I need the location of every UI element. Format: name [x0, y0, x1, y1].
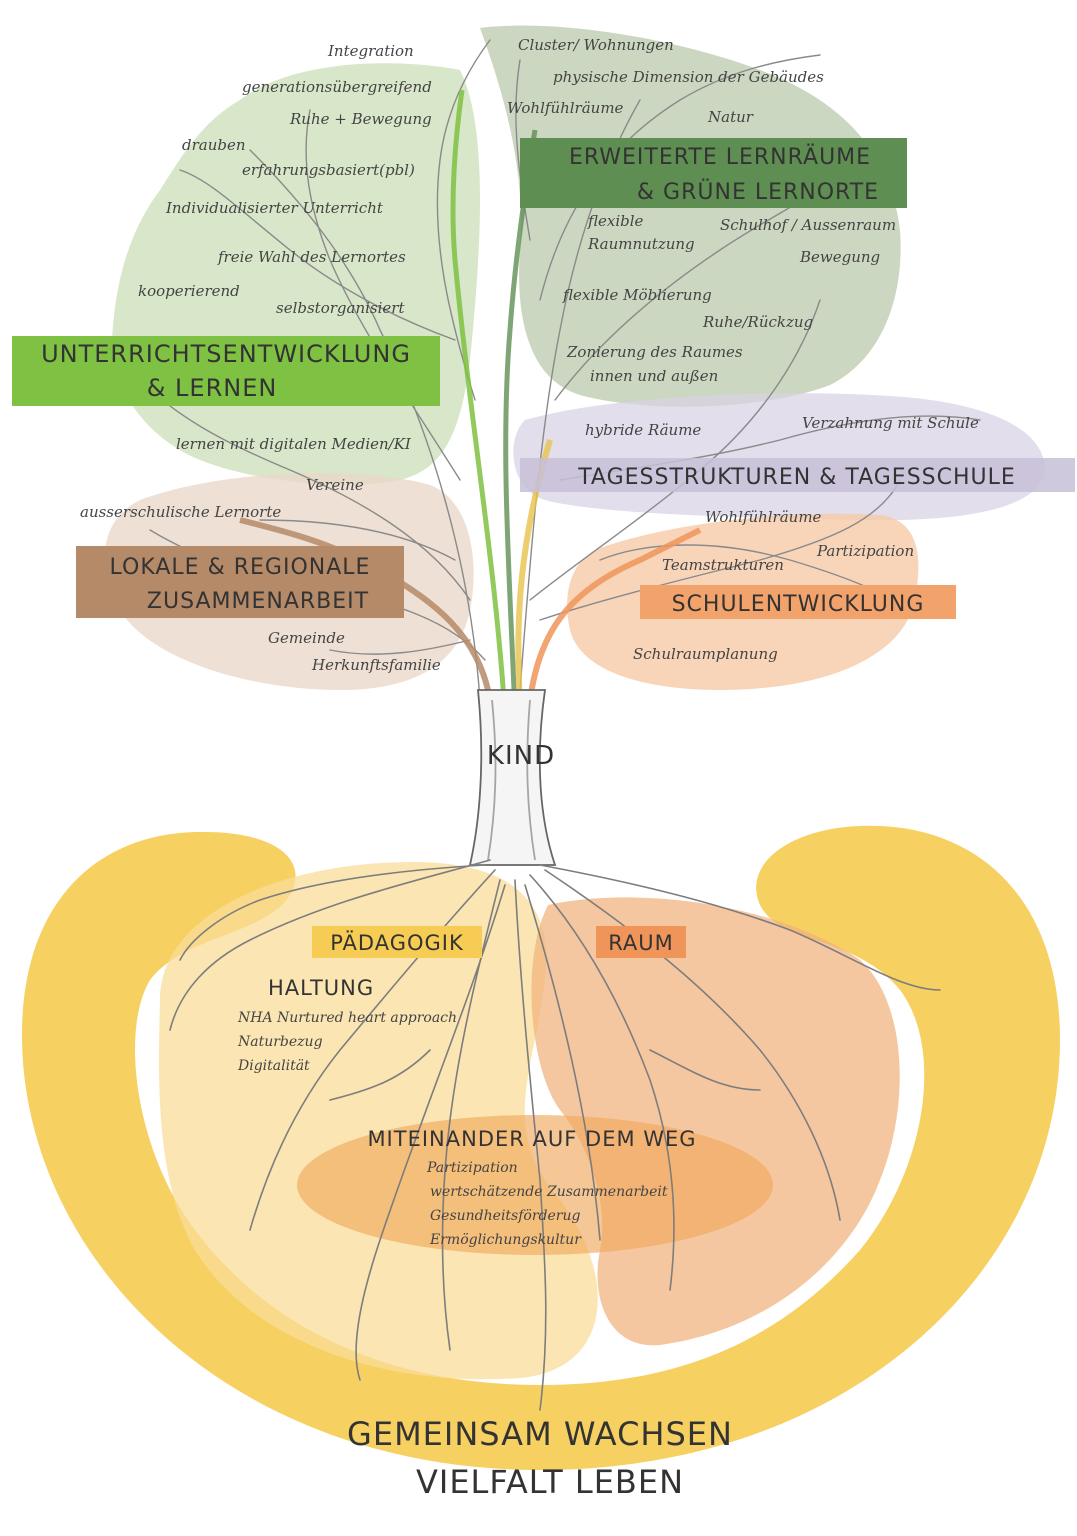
erweiterte-wash [480, 25, 901, 407]
item-kooperierend: kooperierend [138, 282, 240, 300]
tages-title: TAGESSTRUKTUREN & TAGESSCHULE [577, 465, 1016, 490]
item-freie-wahl: freie Wahl des Lernortes [217, 248, 406, 266]
schulentwicklung-box [640, 585, 956, 619]
item-verzahnung: Verzahnung mit Schule [802, 414, 979, 432]
item-flexible-2: Raumnutzung [587, 235, 695, 253]
item-zonierung-1: Zonierung des Raumes [566, 343, 743, 361]
item-moeblierung: flexible Möblierung [562, 286, 712, 304]
item-cluster: Cluster/ Wohnungen [518, 36, 674, 54]
kind-label: KIND [487, 741, 555, 771]
erweiterte-title-line2: & GRÜNE LERNORTE [637, 179, 879, 205]
item-ruhe: Ruhe/Rückzug [702, 313, 813, 331]
unterricht-title-line1: UNTERRICHTSENTWICKLUNG [41, 340, 411, 368]
item-schulhof: Schulhof / Aussenraum [720, 216, 896, 234]
item-partizipation-b: Partizipation [426, 1160, 518, 1176]
erweiterte-title-line1: ERWEITERTE LERNRÄUME [569, 144, 871, 170]
item-wertschaetzend: wertschätzende Zusammenarbeit [430, 1184, 668, 1200]
footer-line1: GEMEINSAM WACHSEN [347, 1415, 733, 1453]
item-vereine: Vereine [306, 476, 364, 494]
unterricht-title-line2: & LERNEN [147, 374, 278, 402]
roots [169, 859, 941, 1411]
lokale-title-line2: ZUSAMMENARBEIT [147, 589, 369, 614]
yellow-horseshoe [21, 825, 1060, 1470]
item-individual: Individualisierter Unterricht [165, 199, 384, 217]
item-erfahrung: erfahrungsbasiert(pbl) [242, 161, 415, 179]
item-herkunft: Herkunftsfamilie [311, 656, 441, 674]
miteinander-wash [297, 1115, 773, 1255]
green-branch-a [450, 89, 508, 716]
item-ausser: ausserschulische Lernorte [80, 503, 281, 521]
tages-wash [513, 393, 1045, 521]
item-drauben: drauben [182, 136, 246, 154]
paedagogik-title: PÄDAGOGIK [330, 930, 464, 955]
trunk [468, 689, 557, 866]
miteinander-label: MITEINANDER AUF DEM WEG [367, 1127, 696, 1151]
item-gesundheit: Gesundheitsförderug [430, 1208, 580, 1224]
tages-box [520, 458, 1075, 492]
raum-title: RAUM [608, 931, 674, 955]
raum-box [596, 926, 686, 958]
lokale-box [76, 546, 404, 618]
haltung-label: HALTUNG [268, 976, 374, 1000]
item-selbst: selbstorganisiert [276, 299, 405, 317]
item-team: Teamstrukturen [662, 556, 784, 574]
lokale-title-line1: LOKALE & REGIONALE [110, 555, 371, 580]
item-natur: Natur [707, 108, 754, 126]
item-nha: NHA Nurtured heart approach [237, 1010, 457, 1026]
item-wohlfuehl-b: Wohlfühlräume [705, 508, 822, 526]
unterricht-box [12, 336, 440, 406]
item-gemeinde: Gemeinde [268, 629, 345, 647]
footer-line2: VIELFALT LEBEN [416, 1463, 684, 1501]
item-partizipation-a: Partizipation [816, 542, 914, 560]
item-hybride: hybride Räume [585, 421, 701, 439]
item-planung: Schulraumplanung [633, 645, 778, 663]
item-ermoeglichung: Ermöglichungskultur [429, 1232, 582, 1248]
item-digital: lernen mit digitalen Medien/KI [176, 435, 412, 453]
item-integration: Integration [327, 42, 414, 60]
erweiterte-box [520, 138, 907, 208]
item-bewegung: Bewegung [799, 248, 880, 266]
item-physisch: physische Dimension der Gebäudes [553, 68, 824, 86]
item-digitalitaet: Digitalität [237, 1058, 310, 1074]
item-ruhe-bewegung: Ruhe + Bewegung [289, 110, 432, 128]
schulentwicklung-title: SCHULENTWICKLUNG [672, 592, 925, 617]
item-wohlfuehl-a: Wohlfühlräume [507, 99, 624, 117]
item-naturbezug: Naturbezug [237, 1034, 323, 1050]
item-flexible-1: flexible [587, 212, 644, 230]
paedagogik-box [312, 926, 482, 958]
item-zonierung-2: innen und außen [590, 367, 718, 385]
orange-branch [527, 527, 702, 701]
item-generationen: generationsübergreifend [242, 78, 432, 96]
